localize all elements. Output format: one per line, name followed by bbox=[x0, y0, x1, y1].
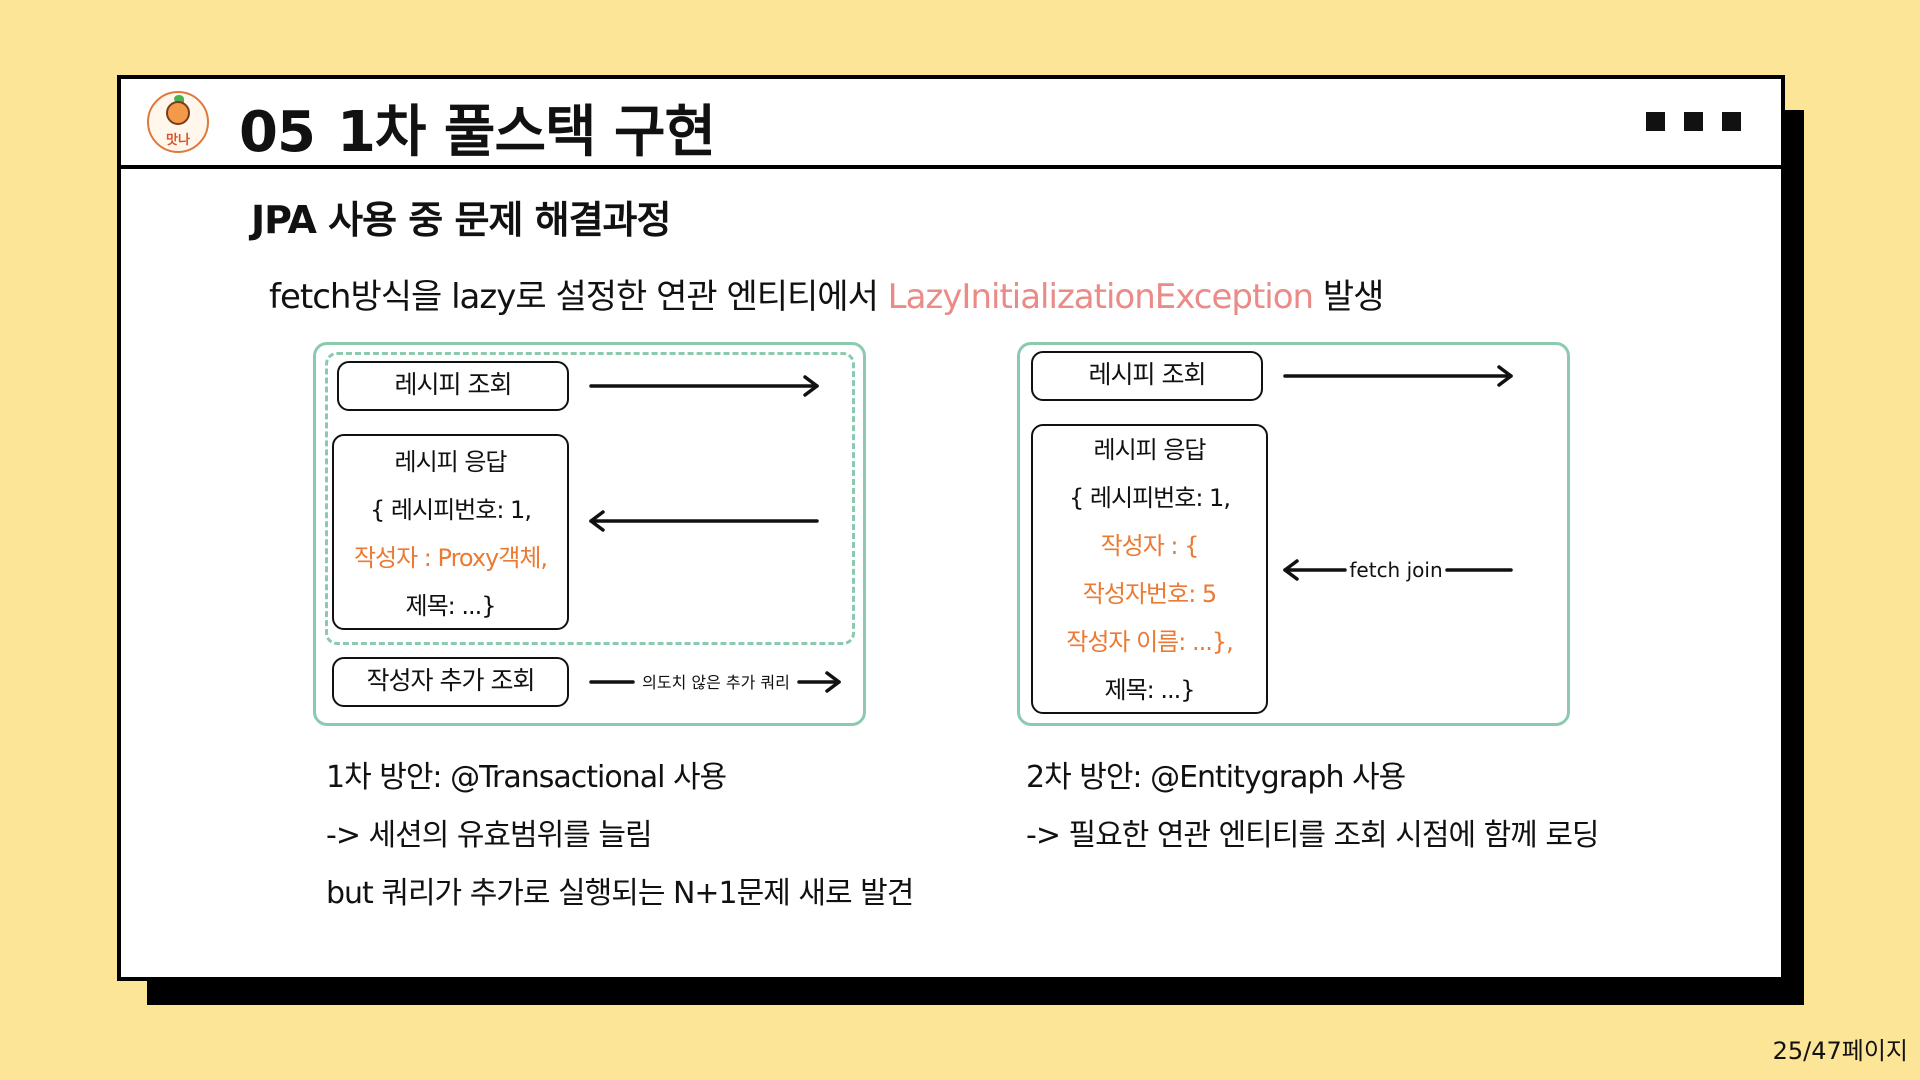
left-extra-query-label: 작성자 추가 조회 bbox=[366, 666, 536, 695]
fruit-mascot-icon bbox=[166, 101, 190, 125]
page-title: 05 1차 풀스택 구현 bbox=[239, 87, 716, 168]
diagram-arrows: 의도치 않은 추가 쿼리 fetch join bbox=[589, 365, 1513, 693]
right-response-line: 작성자 이름: ...}, bbox=[1066, 628, 1234, 656]
square-icon bbox=[1722, 112, 1741, 131]
leaf-icon bbox=[174, 95, 184, 103]
page-number: 25/47페이지 bbox=[1772, 1037, 1908, 1065]
extra-query-arrow-label: 의도치 않은 추가 쿼리 bbox=[642, 673, 790, 692]
problem-suffix: 발생 bbox=[1313, 277, 1385, 317]
right-request-arrow bbox=[1283, 365, 1513, 387]
left-response-line: { 레시피번호: 1, bbox=[370, 496, 532, 524]
left-response-line: 레시피 응답 bbox=[394, 448, 507, 476]
right-request-box: 레시피 조회 bbox=[1031, 351, 1263, 401]
problem-prefix: fetch방식을 lazy로 설정한 연관 엔티티에서 bbox=[269, 277, 888, 317]
right-caption-line: -> 필요한 연관 엔티티를 조회 시점에 함께 로딩 bbox=[1026, 818, 1600, 853]
right-response-line: 레시피 응답 bbox=[1093, 436, 1206, 464]
right-fetch-join-arrow bbox=[1283, 559, 1513, 581]
left-caption-line: but 쿼리가 추가로 실행되는 N+1문제 새로 발견 bbox=[326, 876, 914, 911]
fetch-join-label: fetch join bbox=[1349, 558, 1442, 582]
square-icon bbox=[1646, 112, 1665, 131]
exception-name: LazyInitializationException bbox=[887, 277, 1314, 317]
left-response-line: 작성자 : Proxy객체, bbox=[353, 544, 548, 572]
left-caption-line: -> 세션의 유효범위를 늘림 bbox=[326, 818, 653, 853]
right-response-line: { 레시피번호: 1, bbox=[1069, 484, 1231, 512]
left-extra-query-arrow bbox=[589, 671, 841, 693]
right-response-line: 제목: ...} bbox=[1104, 676, 1195, 704]
slide-header: 맛나 05 1차 풀스택 구현 bbox=[121, 79, 1781, 169]
slide-subtitle: JPA 사용 중 문제 해결과정 bbox=[251, 198, 671, 242]
section-title: 1차 풀스택 구현 bbox=[336, 100, 716, 165]
section-number: 05 bbox=[239, 100, 316, 165]
left-transaction-boundary bbox=[325, 352, 855, 645]
left-extra-query-box: 작성자 추가 조회 bbox=[332, 657, 569, 707]
square-icon bbox=[1684, 112, 1703, 131]
left-caption-line: 1차 방안: @Transactional 사용 bbox=[326, 760, 727, 795]
left-request-box: 레시피 조회 bbox=[337, 361, 569, 411]
right-request-label: 레시피 조회 bbox=[1088, 360, 1207, 389]
problem-statement: fetch방식을 lazy로 설정한 연관 엔티티에서 LazyInitiali… bbox=[269, 269, 1385, 318]
logo-text: 맛나 bbox=[166, 133, 190, 148]
slide-card: 맛나 05 1차 풀스택 구현 JPA 사용 중 문제 해결과정 fetch방식을… bbox=[117, 75, 1785, 981]
right-response-box: 레시피 응답 { 레시피번호: 1, 작성자 : { 작성자번호: 5 작성자 … bbox=[1031, 424, 1268, 714]
right-response-line: 작성자 : { bbox=[1100, 532, 1200, 560]
decorative-dots bbox=[1646, 112, 1741, 131]
right-caption-line: 2차 방안: @Entitygraph 사용 bbox=[1026, 760, 1406, 795]
left-response-line: 제목: ...} bbox=[405, 592, 496, 620]
brand-logo: 맛나 bbox=[147, 91, 209, 153]
left-request-label: 레시피 조회 bbox=[394, 370, 513, 399]
left-response-arrow bbox=[589, 510, 819, 532]
right-response-line: 작성자번호: 5 bbox=[1082, 580, 1217, 608]
left-request-arrow bbox=[589, 375, 819, 397]
left-response-box: 레시피 응답 { 레시피번호: 1, 작성자 : Proxy객체, 제목: ..… bbox=[332, 434, 569, 630]
